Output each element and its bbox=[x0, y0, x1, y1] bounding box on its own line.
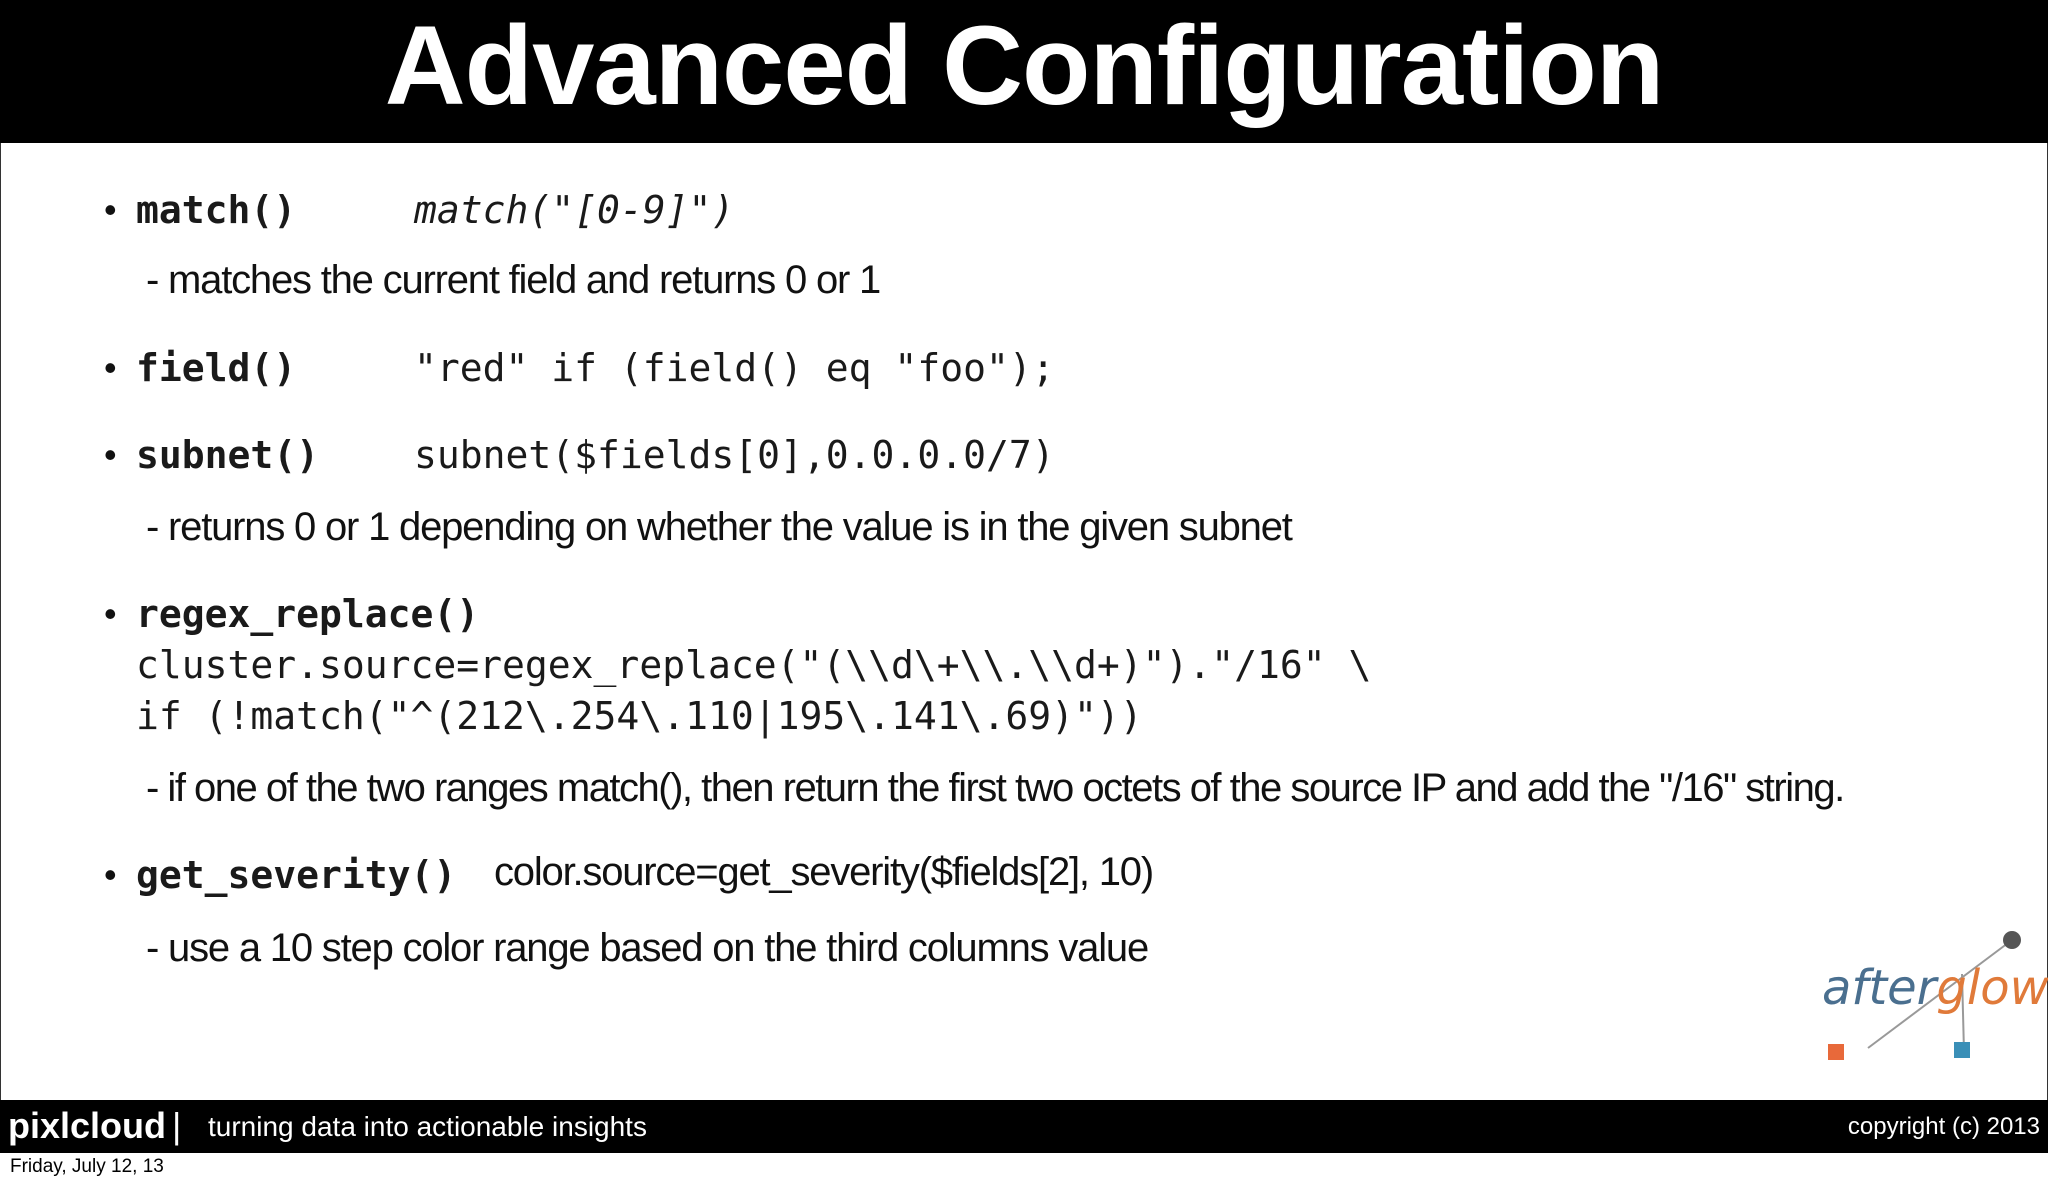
footer-bar bbox=[0, 1100, 2048, 1153]
afterglow-logo-graphic: afterglow bbox=[1822, 931, 2048, 1060]
logo-orange-square-icon bbox=[1828, 1044, 1844, 1060]
bullet-icon: • bbox=[104, 434, 117, 475]
bullet-icon: • bbox=[104, 347, 117, 388]
date-stamp: Friday, July 12, 13 bbox=[10, 1156, 164, 1177]
function-name: regex_replace() bbox=[136, 592, 480, 636]
tagline: turning data into actionable insights bbox=[208, 1111, 647, 1142]
description: - use a 10 step color range based on the… bbox=[146, 926, 1149, 970]
code-example-line1: cluster.source=regex_replace("(\\d\+\\.\… bbox=[136, 643, 1372, 687]
code-example: subnet($fields[0],0.0.0.0/7) bbox=[414, 433, 1055, 477]
brand-name: pixlcloud bbox=[8, 1105, 167, 1146]
logo-line bbox=[1961, 973, 1965, 1053]
bullet-icon: • bbox=[104, 854, 117, 895]
brand-separator: | bbox=[172, 1105, 182, 1146]
bullet-icon: • bbox=[104, 593, 117, 634]
function-name: field() bbox=[136, 346, 297, 390]
function-name: get_severity() bbox=[136, 853, 457, 897]
description: - if one of the two ranges match(), then… bbox=[146, 766, 1845, 810]
description: - returns 0 or 1 depending on whether th… bbox=[146, 505, 1293, 549]
logo-text: afterglow bbox=[1822, 960, 2048, 1016]
afterglow-logo: afterglow bbox=[1808, 920, 2048, 1070]
function-name: match() bbox=[136, 188, 297, 232]
bullet-icon: • bbox=[104, 189, 117, 230]
logo-line bbox=[1867, 939, 2013, 1049]
logo-blue-square-icon bbox=[1954, 1042, 1970, 1058]
slide-title: Advanced Configuration bbox=[384, 3, 1664, 128]
code-example: match("[0-9]") bbox=[414, 188, 735, 232]
logo-dot-icon bbox=[2003, 931, 2021, 949]
code-example-line2: if (!match("^(212\.254\.110|195\.141\.69… bbox=[136, 694, 1143, 738]
copyright: copyright (c) 2013 bbox=[1847, 1113, 2040, 1140]
description: - matches the current field and returns … bbox=[146, 258, 881, 302]
function-name: subnet() bbox=[136, 433, 320, 477]
code-example: color.source=get_severity($fields[2], 10… bbox=[494, 850, 1154, 894]
code-example: "red" if (field() eq "foo"); bbox=[414, 346, 1055, 390]
title-bar bbox=[0, 0, 2048, 143]
